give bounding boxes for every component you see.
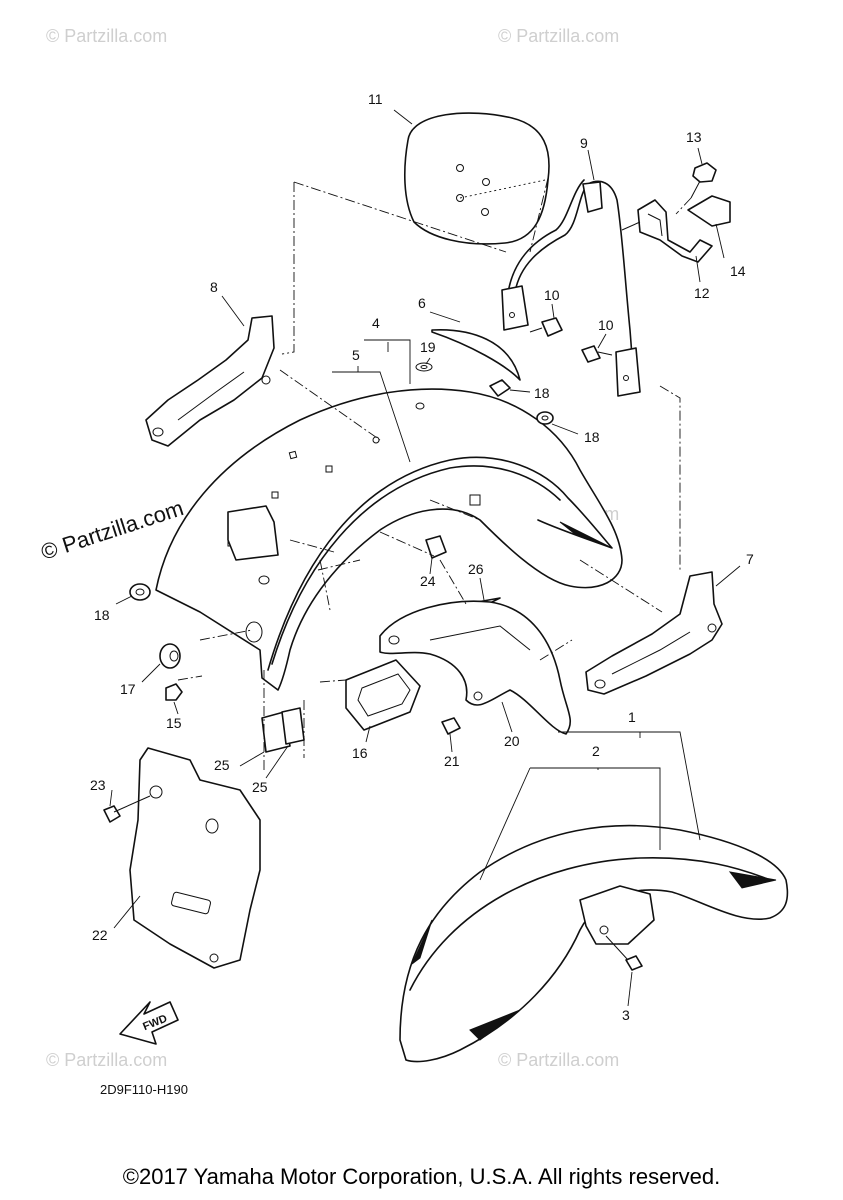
watermark-bottom-right: © Partzilla.com [498,1050,619,1070]
part-13-bolt [675,162,717,215]
watermark-top-left: © Partzilla.com [46,26,167,46]
front-fender [399,824,789,1063]
part-25-tapes [261,707,305,753]
callout-20: 20 [504,733,520,749]
callout-12: 12 [694,285,710,301]
part-11-backrest-pad [403,112,550,245]
part-22-license-bracket [129,747,261,969]
part-16-reflector [345,659,421,731]
callout-9: 9 [580,135,588,151]
part-6-trim [431,328,521,381]
diagram-code: 2D9F110-H190 [100,1082,188,1097]
part-15-bolt [165,683,183,701]
callout-22: 22 [92,927,108,943]
part-20-inner-fender [379,600,571,735]
part-8-left-bracket [145,315,275,447]
rear-fender [155,388,623,691]
callout-4: 4 [372,315,380,331]
assembly-lines [177,177,681,770]
part-3-bolt [605,935,643,971]
callout-25a: 25 [214,757,230,773]
callout-26: 26 [468,561,484,577]
part-14-rubber [687,195,731,227]
callout-16: 16 [352,745,368,761]
callout-19: 19 [420,339,436,355]
callout-2: 2 [592,743,600,759]
copyright-notice: ©2017 Yamaha Motor Corporation, U.S.A. A… [122,1164,721,1189]
part-18-grommets [129,379,554,601]
part-10-bolts [529,317,613,363]
watermark-bottom-left: © Partzilla.com [46,1050,167,1070]
callout-25b: 25 [252,779,268,795]
part-21-screw [441,717,461,735]
callout-8: 8 [210,279,218,295]
callout-24: 24 [420,573,436,589]
callout-7: 7 [746,551,754,567]
callout-13: 13 [686,129,702,145]
part-17-damper [159,643,181,669]
fwd-arrow: FWD [119,1001,179,1045]
part-7-right-bracket [585,571,723,695]
part-24-clip [425,535,447,559]
callout-11: 11 [368,91,383,107]
callout-15: 15 [166,715,182,731]
leader-lines [109,109,741,1007]
part-19-washer [415,362,433,372]
callout-10b: 10 [598,317,614,333]
watermark-top-right: © Partzilla.com [498,26,619,46]
callout-5: 5 [352,347,360,363]
callout-21: 21 [444,753,460,769]
callout-17: 17 [120,681,136,697]
part-9-backrest-bar [501,179,641,397]
callout-23: 23 [90,777,106,793]
callout-10a: 10 [544,287,560,303]
callout-18a: 18 [534,385,550,401]
callout-1: 1 [628,709,636,725]
watermark-brand: © Partzilla.com [38,495,187,565]
callouts: 11 9 13 14 12 10 10 8 4 5 6 19 18 18 7 1… [90,91,754,1023]
callout-18b: 18 [584,429,600,445]
part-23-bolt [103,795,151,823]
part-12-bracket [621,199,713,263]
callout-6: 6 [418,295,426,311]
callout-18c: 18 [94,607,110,623]
callout-3: 3 [622,1007,630,1023]
callout-14: 14 [730,263,746,279]
